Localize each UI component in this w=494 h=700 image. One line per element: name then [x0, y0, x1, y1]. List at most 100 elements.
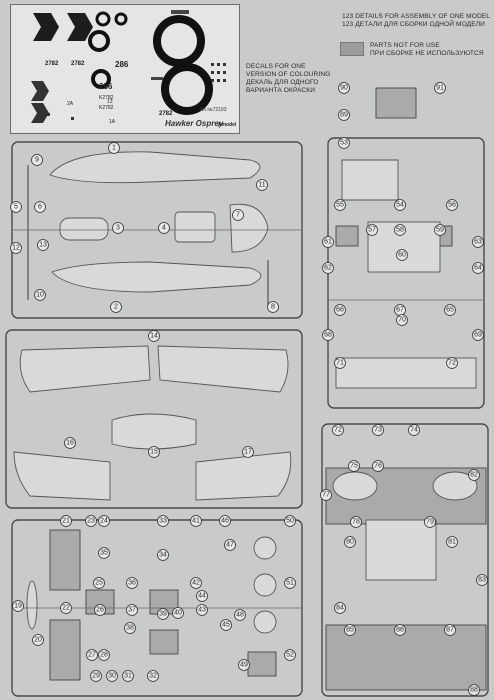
part-number-marker: 70 [396, 314, 408, 326]
part-number-marker: 3 [112, 222, 124, 234]
part-number-marker: 24 [98, 515, 110, 527]
part-number: 3 [116, 225, 120, 232]
float-part [432, 471, 478, 501]
part-number: 84 [336, 605, 344, 612]
part-number: 1 [112, 145, 116, 152]
part-number-marker: 1 [108, 142, 120, 154]
part-number-marker: 66 [334, 304, 346, 316]
part-number-marker: 15 [148, 446, 160, 458]
part-number: 45 [222, 622, 230, 629]
part-number: 62 [324, 265, 332, 272]
part-number: 6 [38, 204, 42, 211]
part-number-marker: 82 [468, 469, 480, 481]
part-number-marker: 54 [394, 199, 406, 211]
part-number: 89 [340, 112, 348, 119]
part-number: 14 [150, 333, 158, 340]
marking-text: 2782 [159, 111, 173, 117]
part-number: 41 [192, 518, 200, 525]
part-number-marker: 83 [476, 574, 488, 586]
part-21 [49, 529, 81, 591]
part-number-marker: 49 [238, 659, 250, 671]
part-number: 83 [478, 577, 486, 584]
parts-count-header: 123 DETAILS FOR ASSEMBLY OF ONE MODEL 12… [342, 13, 492, 29]
decal-note: DECALS FOR ONE VERSION OF COLOURING ДЕКА… [246, 63, 331, 94]
part-number: 16 [66, 440, 74, 447]
part-number-marker: 63 [472, 236, 484, 248]
part-number-marker: 2 [110, 301, 122, 313]
marking-text: 2782 [45, 61, 59, 67]
part-number-marker: 90 [338, 82, 350, 94]
part-number: 74 [410, 427, 418, 434]
part-number-marker: 80 [344, 536, 356, 548]
part-number: 66 [336, 307, 344, 314]
part-number-marker: 21 [60, 515, 72, 527]
part-number: 28 [100, 652, 108, 659]
part-number: 60 [398, 252, 406, 259]
part-number: 72 [448, 360, 456, 367]
part-number-marker: 58 [394, 224, 406, 236]
part-number: 38 [126, 625, 134, 632]
part-number-marker: 75 [348, 460, 360, 472]
part-number: 24 [100, 518, 108, 525]
upper-wing-right [157, 345, 289, 393]
part-number: 32 [149, 673, 157, 680]
roundel-decal [91, 69, 111, 89]
part-number-marker: 33 [157, 515, 169, 527]
part-number-marker: 40 [172, 607, 184, 619]
part-number: 63 [474, 239, 482, 246]
part-number: 56 [448, 202, 456, 209]
part-number: 47 [226, 542, 234, 549]
part-number-marker: 51 [284, 577, 296, 589]
part-number: 11 [258, 182, 265, 189]
sprue-d [327, 87, 485, 409]
part-number-marker: 56 [446, 199, 458, 211]
part-number-marker: 38 [124, 622, 136, 634]
marking-text: 286 [115, 60, 129, 69]
part-number-marker: 71 [334, 357, 346, 369]
part-number: 2 [114, 304, 118, 311]
marking-text: 13 [107, 99, 113, 105]
part-number-marker: 34 [157, 549, 169, 561]
part-number: 31 [124, 673, 132, 680]
part-number-marker: 37 [126, 604, 138, 616]
part-number: 86 [396, 627, 404, 634]
part-3 [59, 217, 109, 241]
part-number-marker: 17 [242, 446, 254, 458]
part-number-marker: 6 [34, 201, 46, 213]
part-number-marker: 9 [31, 154, 43, 166]
header-line-ru: 123 ДЕТАЛИ ДЛЯ СБОРКИ ОДНОЙ МОДЕЛИ [342, 21, 486, 28]
part-number: 4 [162, 225, 166, 232]
roundel-decal [161, 63, 213, 115]
sprue-a [11, 141, 303, 319]
part-number: 9 [35, 157, 39, 164]
kit-number: Kit №72193 [200, 107, 227, 113]
part-number: 22 [62, 605, 70, 612]
part-number: 88 [470, 687, 478, 694]
lower-wing-left [13, 451, 111, 501]
part-number-marker: 20 [32, 634, 44, 646]
part-number: 64 [474, 265, 482, 272]
marking-text: K2782 [99, 105, 114, 111]
part-number-marker: 45 [220, 619, 232, 631]
part-number: 13 [39, 242, 47, 249]
part-number-marker: 29 [90, 670, 102, 682]
propeller-part [26, 580, 38, 630]
part-number-marker: 31 [122, 670, 134, 682]
part-22 [49, 619, 81, 681]
part-number: 44 [198, 593, 206, 600]
part-number-marker: 76 [372, 460, 384, 472]
part-number: 36 [128, 580, 136, 587]
part-number: 12 [12, 245, 20, 252]
part-number-marker: 72 [332, 424, 344, 436]
part-number-marker: 52 [284, 649, 296, 661]
part-number: 20 [34, 637, 42, 644]
part-number: 68 [324, 332, 332, 339]
part-number-marker: 26 [94, 604, 106, 616]
part-number-marker: 16 [64, 437, 76, 449]
part-number-marker: 57 [366, 224, 378, 236]
part-number-marker: 30 [106, 670, 118, 682]
part-number-marker: 68 [322, 329, 334, 341]
wheel-part [253, 573, 277, 597]
part-number-marker: 35 [98, 547, 110, 559]
brand-logo: Amodel [218, 122, 237, 128]
